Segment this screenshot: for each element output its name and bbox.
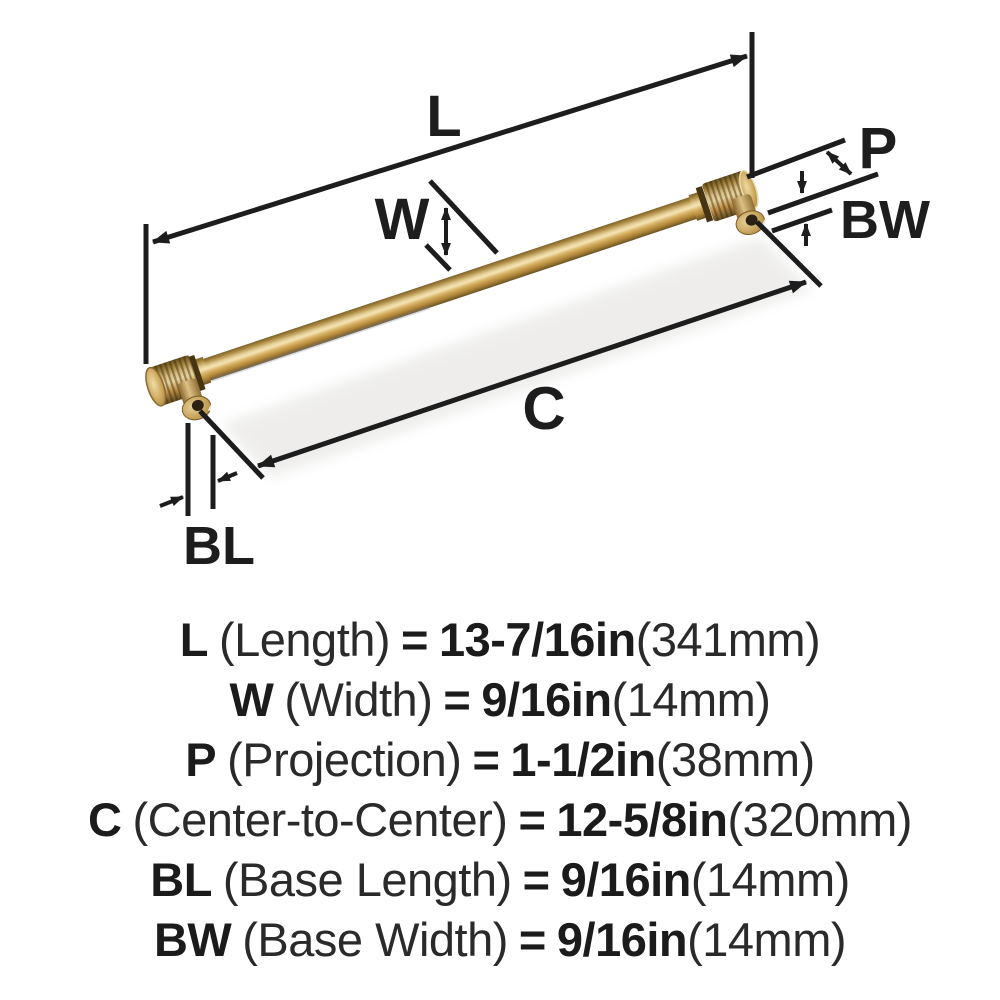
spec-value-mm: (38mm) (655, 733, 815, 786)
dim-C-ext-right (755, 220, 823, 288)
spec-value-in: 9/16in (481, 673, 612, 726)
dim-W-tick-lower (424, 243, 452, 272)
spec-value-in: 9/16in (560, 853, 692, 906)
spec-value-mm: (341mm) (635, 613, 821, 666)
dim-C-ext-left (198, 409, 265, 480)
label-base-width: BW (840, 190, 930, 250)
spec-equals: = (401, 613, 428, 666)
spec-equals: = (443, 673, 471, 726)
spec-label: BL (150, 853, 212, 906)
spec-equals: = (522, 853, 550, 906)
left-groove-ring (188, 354, 206, 392)
label-width: W (375, 187, 430, 252)
spec-value-in: 9/16in (556, 913, 688, 966)
spec-name: (Length) (218, 613, 391, 666)
spec-line-projection: P(Projection)=1-1/2in(38mm) (185, 730, 815, 790)
left-cap-face (145, 366, 167, 407)
dim-center-to-center (198, 220, 823, 480)
spec-label: P (185, 733, 217, 786)
right-base-hole (745, 214, 758, 226)
spec-name: (Projection) (227, 733, 462, 786)
spec-equals: = (472, 733, 500, 786)
spec-label: C (88, 793, 122, 846)
label-length: L (426, 84, 461, 149)
dim-C-line (257, 279, 807, 469)
spec-label: L (179, 613, 209, 666)
spec-value-mm: (320mm) (727, 793, 912, 846)
dimension-spec-list: L(Length)=13-7/16in(341mm) W(Width)=9/16… (0, 610, 1000, 970)
spec-name: (Center-to-Center) (132, 793, 508, 846)
left-base-notch (207, 395, 216, 412)
spec-value-mm: (14mm) (611, 673, 771, 726)
spec-name: (Width) (284, 673, 433, 726)
spec-equals: = (518, 913, 546, 966)
label-center-to-center: C (522, 375, 565, 442)
dim-BW-ext (771, 207, 833, 234)
left-collar (194, 356, 212, 386)
spec-value-in: 13-7/16in (439, 613, 636, 666)
spec-line-base-width: BW(Base Width)=9/16in(14mm) (153, 910, 847, 970)
spec-line-width: W(Width)=9/16in(14mm) (230, 670, 771, 730)
label-projection: P (859, 116, 898, 181)
dim-projection (746, 137, 879, 216)
spec-name: (Base Width) (242, 913, 508, 966)
dim-length (143, 32, 755, 364)
spec-name: (Base Length) (222, 853, 512, 906)
spec-line-center-to-center: C(Center-to-Center)=12-5/8in(320mm) (88, 790, 912, 850)
spec-value-mm: (14mm) (687, 913, 847, 966)
dim-base-length (159, 423, 238, 516)
spec-equals: = (518, 793, 546, 846)
spec-value-in: 12-5/8in (556, 793, 728, 846)
dim-W-tick-upper (428, 179, 499, 255)
dim-P-ext-lower (767, 171, 879, 216)
right-base-notch (761, 210, 770, 227)
dim-L-line (152, 53, 748, 245)
spec-value-in: 1-1/2in (510, 733, 656, 786)
dim-P-ext-upper (746, 137, 846, 180)
label-base-length: BL (183, 516, 255, 576)
dim-base-width (771, 171, 833, 246)
spec-line-base-length: BL(Base Length)=9/16in(14mm) (150, 850, 850, 910)
spec-label: W (229, 673, 274, 726)
dim-width (424, 179, 499, 272)
spec-label: BW (153, 913, 232, 966)
spec-line-length: L(Length)=13-7/16in(341mm) (179, 610, 821, 670)
dim-BL-arrow-right (217, 471, 238, 483)
left-base-hole (191, 399, 204, 411)
dim-BL-arrow-left (159, 495, 184, 508)
dim-P-arrow (825, 150, 853, 176)
dimension-diagram: L W P BW C (143, 32, 930, 576)
spec-value-mm: (14mm) (690, 853, 850, 906)
